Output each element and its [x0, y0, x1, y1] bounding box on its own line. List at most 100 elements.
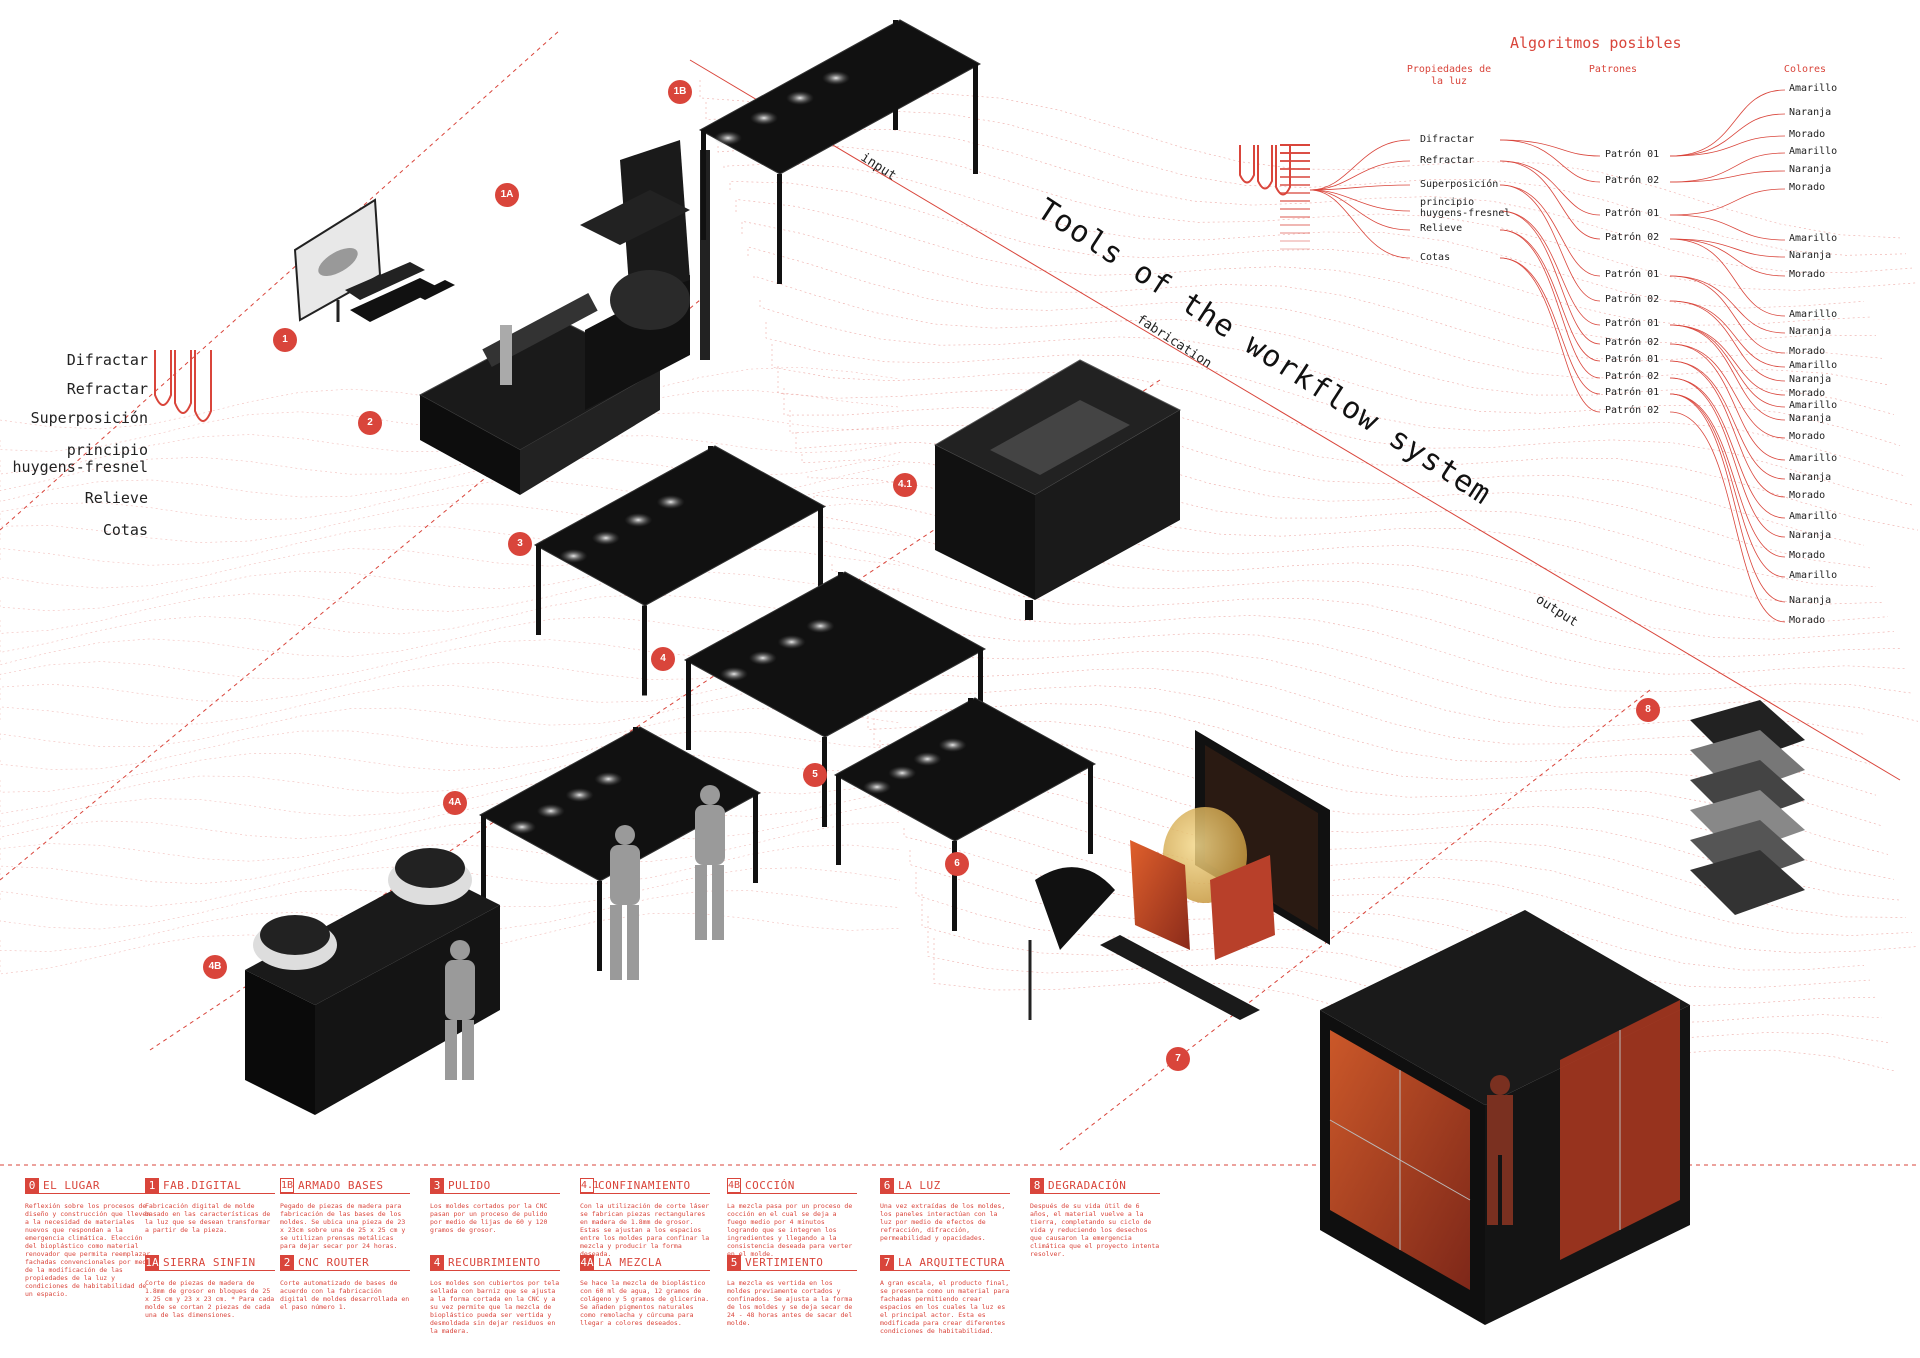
prop-label-difractar: Difractar	[66, 351, 148, 369]
legend-number: 6	[880, 1178, 894, 1193]
tree-color-25: Naranja	[1789, 595, 1832, 606]
tree-color-2: Morado	[1789, 129, 1826, 140]
legend-title: DEGRADACIÓN	[1048, 1179, 1127, 1192]
node-1b: 1B	[668, 80, 692, 104]
legend-number: 1	[145, 1178, 159, 1193]
tree-color-4: Naranja	[1789, 164, 1832, 175]
dashed-guide-1	[0, 29, 561, 531]
legend-number: 0	[25, 1178, 39, 1193]
node-1: 1	[273, 328, 297, 352]
legend-title: CNC ROUTER	[298, 1256, 370, 1269]
legend-number: 8	[1030, 1178, 1044, 1193]
node-6: 6	[945, 852, 969, 876]
legend-text: La mezcla pasa por un proceso de cocción…	[727, 1202, 853, 1258]
node-7: 7	[1166, 1047, 1190, 1071]
legend-text: Con la utilización de corte láser se fab…	[580, 1202, 710, 1258]
legend-text: Los moldes cortados por la CNC pasan por…	[430, 1202, 548, 1234]
legend-title: COCCIÓN	[745, 1179, 795, 1192]
tree-pattern-5: Patrón 02	[1605, 294, 1660, 305]
algorithm-tree-lines	[1309, 89, 1786, 623]
tree-color-22: Naranja	[1789, 530, 1832, 541]
node-4a: 4A	[443, 791, 467, 815]
legend-text: Después de su vida útil de 6 años, el ma…	[1030, 1202, 1160, 1258]
tree-color-10: Naranja	[1789, 326, 1832, 337]
tree-color-19: Naranja	[1789, 472, 1832, 483]
legend-text: Pegado de piezas de madera para fabricac…	[280, 1202, 406, 1250]
tree-color-23: Morado	[1789, 550, 1826, 561]
tree-pattern-11: Patrón 02	[1605, 405, 1660, 416]
tree-color-14: Morado	[1789, 388, 1826, 399]
tree-pattern-10: Patrón 01	[1605, 387, 1660, 398]
prop-label-refractar: Refractar	[66, 380, 148, 398]
legend-number: 4	[430, 1255, 444, 1270]
legend-number: 7	[880, 1255, 894, 1270]
prop-label-relieve: Relieve	[84, 489, 148, 507]
node-8: 8	[1636, 698, 1660, 722]
lab-station-drawing	[580, 140, 710, 410]
input-axis-line	[689, 59, 1901, 781]
legend-text: Fabricación digital de molde basado en l…	[145, 1202, 271, 1234]
tree-color-1: Naranja	[1789, 107, 1832, 118]
tree-color-12: Amarillo	[1789, 360, 1838, 371]
node-4b: 4B	[203, 955, 227, 979]
tree-pattern-4: Patrón 01	[1605, 269, 1660, 280]
tree-color-6: Amarillo	[1789, 233, 1838, 244]
col-colors-heading: Colores	[1783, 64, 1827, 75]
legend-number: 5	[727, 1255, 741, 1270]
legend-title: LA ARQUITECTURA	[898, 1256, 1005, 1269]
legend-text: Se hace la mezcla de bioplástico con 60 …	[580, 1279, 710, 1327]
legend-text: Reflexión sobre los procesos de diseño y…	[25, 1202, 155, 1298]
tree-pattern-0: Patrón 01	[1605, 149, 1660, 160]
tree-color-15: Amarillo	[1789, 400, 1838, 411]
legend-title: CONFINAMIENTO	[598, 1179, 691, 1192]
tree-property-4: Relieve	[1420, 223, 1463, 234]
people-silhouettes	[445, 785, 725, 1080]
col-patterns-heading: Patrones	[1588, 64, 1638, 75]
tree-color-7: Naranja	[1789, 250, 1832, 261]
computer-drawing	[293, 198, 455, 322]
tree-pattern-1: Patrón 02	[1605, 175, 1660, 186]
tree-color-3: Amarillo	[1789, 146, 1838, 157]
light-property-bars	[154, 348, 280, 618]
flow-lines	[0, 80, 1919, 1072]
legend-step-4b: 4B COCCIÓN La mezcla pasa por un proceso d…	[727, 1178, 857, 1258]
node-5: 5	[803, 763, 827, 787]
tree-color-5: Morado	[1789, 182, 1826, 193]
tree-color-0: Amarillo	[1789, 83, 1838, 94]
tree-color-9: Amarillo	[1789, 309, 1838, 320]
legend-text: La mezcla es vertida en los moldes previ…	[727, 1279, 853, 1327]
tables	[478, 19, 1097, 971]
node-4: 4	[651, 647, 675, 671]
legend-number: 4B	[727, 1178, 741, 1193]
legend-title: LA MEZCLA	[598, 1256, 663, 1269]
tree-color-13: Naranja	[1789, 374, 1832, 385]
degradation-stack	[1690, 700, 1805, 915]
node-3: 3	[508, 532, 532, 556]
tree-color-18: Amarillo	[1789, 453, 1838, 464]
legend-title: SIERRA SINFIN	[163, 1256, 256, 1269]
architecture-cube	[1320, 910, 1690, 1325]
prop-label-superposicion: Superposición	[30, 409, 148, 427]
legend-text: Corte de piezas de madera de 1.8mm de gr…	[145, 1279, 275, 1319]
tree-color-17: Morado	[1789, 431, 1826, 442]
tree-color-24: Amarillo	[1789, 570, 1838, 581]
legend-text: Corte automatizado de bases de acuerdo c…	[280, 1279, 410, 1311]
node-1a: 1A	[495, 183, 519, 207]
prop-label-huygens: principio huygens-fresnel	[12, 441, 148, 476]
tree-property-2: Superposición	[1420, 179, 1499, 190]
legend-number: 4.1	[580, 1178, 600, 1193]
node-2: 2	[358, 411, 382, 435]
legend-number: 1B	[280, 1178, 294, 1193]
